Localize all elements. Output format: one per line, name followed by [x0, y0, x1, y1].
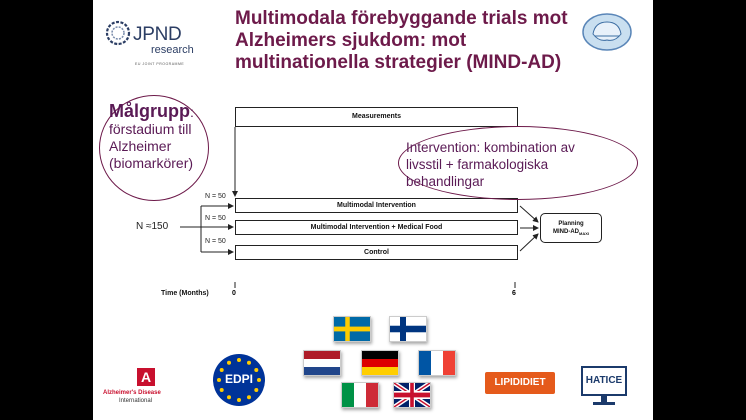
intervention-line-3: behandlingar	[406, 174, 485, 189]
finland-flag-icon	[389, 316, 427, 342]
intervention-line-2: livsstil + farmakologiska	[406, 157, 549, 172]
jpnd-ring-icon	[105, 20, 131, 46]
jpnd-sub: research	[151, 44, 194, 56]
target-group-ellipse	[99, 95, 209, 201]
jpnd-tagline: EU JOINT PROGRAMME	[135, 62, 185, 66]
intervention-line-1: Intervention: kombination av	[406, 140, 575, 155]
time-start: 0	[232, 290, 236, 297]
hatice-stand-icon	[601, 396, 607, 402]
title-line-3: multinationella strategier (MIND-AD)	[235, 52, 562, 73]
eu-stars-icon	[213, 354, 265, 406]
adi-mark-icon: A	[137, 368, 155, 386]
title-line-2: Alzheimers sjukdom: mot	[235, 30, 467, 51]
france-flag-icon	[418, 350, 456, 376]
diagram-connectors	[180, 127, 539, 288]
time-end: 6	[512, 290, 516, 297]
planning-box: Planning MIND-ADMAXI	[540, 213, 602, 243]
sweden-flag-icon	[333, 316, 371, 342]
target-line-3: (biomarkörer)	[109, 155, 194, 171]
italy-flag-icon	[341, 382, 379, 408]
edpi-logo: EDPI	[211, 352, 267, 408]
intervention-ellipse	[398, 126, 638, 200]
jpnd-name: JPND	[133, 24, 182, 45]
adi-line-1: Alzheimer's Disease	[103, 390, 161, 396]
netherlands-flag-icon	[303, 350, 341, 376]
adi-line-2: International	[119, 398, 153, 404]
arm3-n-label: N = 50	[205, 238, 226, 245]
lipididiet-logo: LIPIDIDIET	[485, 372, 555, 394]
total-n-label: N ≈150	[136, 221, 169, 232]
mind-ad-logo-icon	[582, 13, 632, 51]
planning-arrow-3	[519, 233, 539, 252]
planning-arrow-1	[519, 205, 539, 223]
arm-box-control: Control	[235, 245, 518, 260]
arm-box-multimodal: Multimodal Intervention	[235, 198, 518, 213]
measurements-box: Measurements	[235, 107, 518, 127]
adi-logo: A Alzheimer's Disease International	[103, 368, 183, 410]
arm2-n-label: N = 50	[205, 215, 226, 222]
target-group-callout: Målgrupp: förstadium till Alzheimer (bio…	[109, 101, 194, 172]
slide: JPND research EU JOINT PROGRAMME Multimo…	[93, 0, 653, 420]
planning-line-2: MIND-AD	[553, 229, 579, 235]
slide-title: Multimodala förebyggande trials mot Alzh…	[235, 8, 568, 74]
arm1-n-label: N = 50	[205, 193, 226, 200]
edpi-text: EDPI	[224, 372, 253, 386]
target-heading: Målgrupp	[109, 101, 190, 121]
hatice-base-icon	[593, 402, 615, 405]
hatice-screen-icon: HATICE	[581, 366, 627, 396]
planning-sub: MAXI	[579, 231, 589, 237]
target-line-1: förstadium till	[109, 121, 192, 137]
hatice-logo: HATICE	[581, 366, 627, 408]
adi-mark-letter: A	[141, 369, 152, 385]
target-colon: :	[190, 104, 194, 120]
germany-flag-icon	[361, 350, 399, 376]
united-kingdom-flag-icon	[393, 382, 431, 408]
intervention-callout: Intervention: kombination av livsstil + …	[406, 139, 636, 190]
jpnd-logo: JPND research EU JOINT PROGRAMME	[105, 16, 197, 72]
target-line-2: Alzheimer	[109, 138, 172, 154]
time-axis-label: Time (Months)	[161, 290, 209, 297]
arm-box-multimodal-food: Multimodal Intervention + Medical Food	[235, 220, 518, 235]
planning-line-1: Planning	[558, 221, 584, 227]
title-line-1: Multimodala förebyggande trials mot	[235, 8, 568, 29]
